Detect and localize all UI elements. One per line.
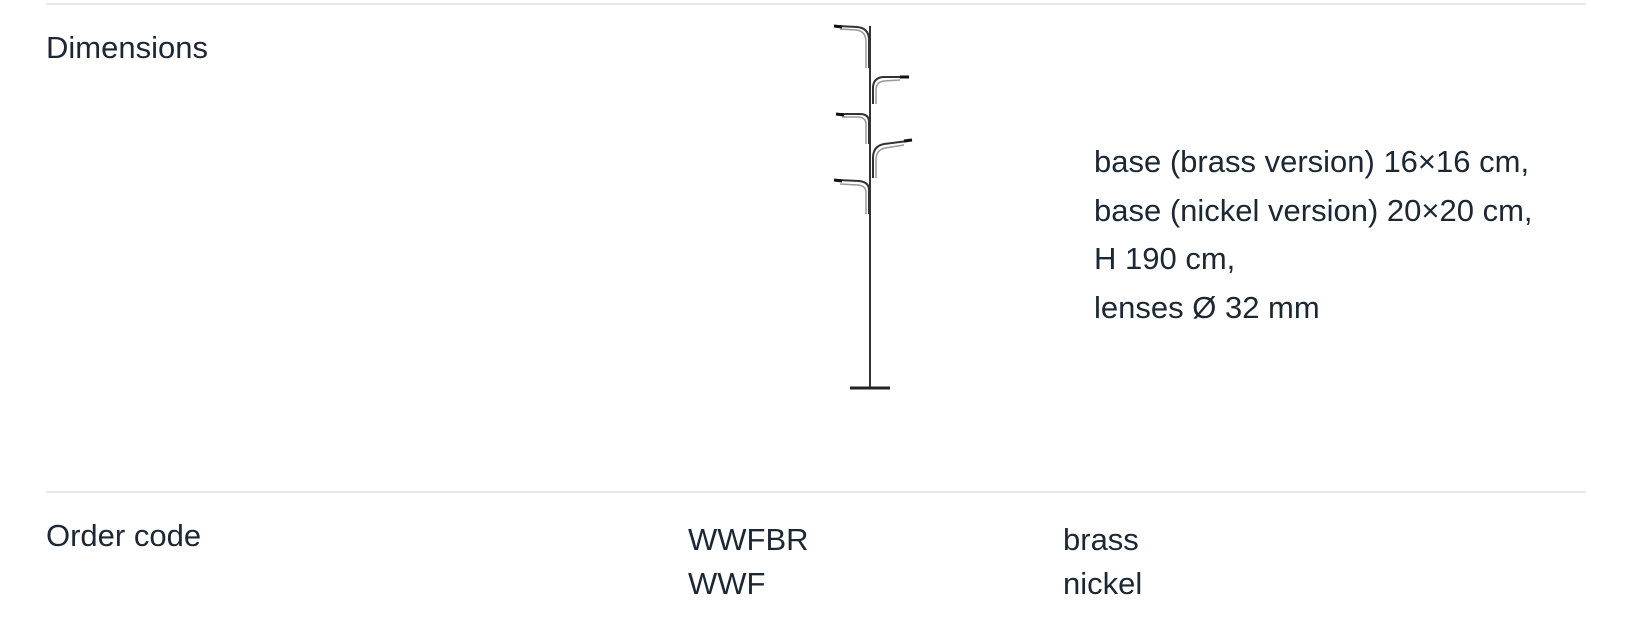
dimensions-values: base (brass version) 16×16 cm, base (nic… <box>1094 138 1533 332</box>
order-code: WWF <box>688 566 766 601</box>
order-code-label: Order code <box>46 518 202 553</box>
dimension-line: base (nickel version) 20×20 cm, <box>1094 192 1533 228</box>
order-finish: nickel <box>1063 566 1143 601</box>
floor-lamp-drawing <box>833 24 913 390</box>
dimensions-label: Dimensions <box>46 30 208 65</box>
order-finishes: brass nickel <box>1063 518 1142 606</box>
dimension-line: H 190 cm, <box>1094 241 1236 276</box>
top-divider <box>46 3 1586 5</box>
order-codes: WWFBR WWF <box>688 518 809 606</box>
order-finish: brass <box>1063 522 1139 557</box>
dimension-line: lenses Ø 32 mm <box>1094 289 1320 325</box>
section-divider <box>46 491 1586 493</box>
dimension-line: base (brass version) 16×16 cm, <box>1094 144 1530 179</box>
order-code: WWFBR <box>688 522 809 557</box>
